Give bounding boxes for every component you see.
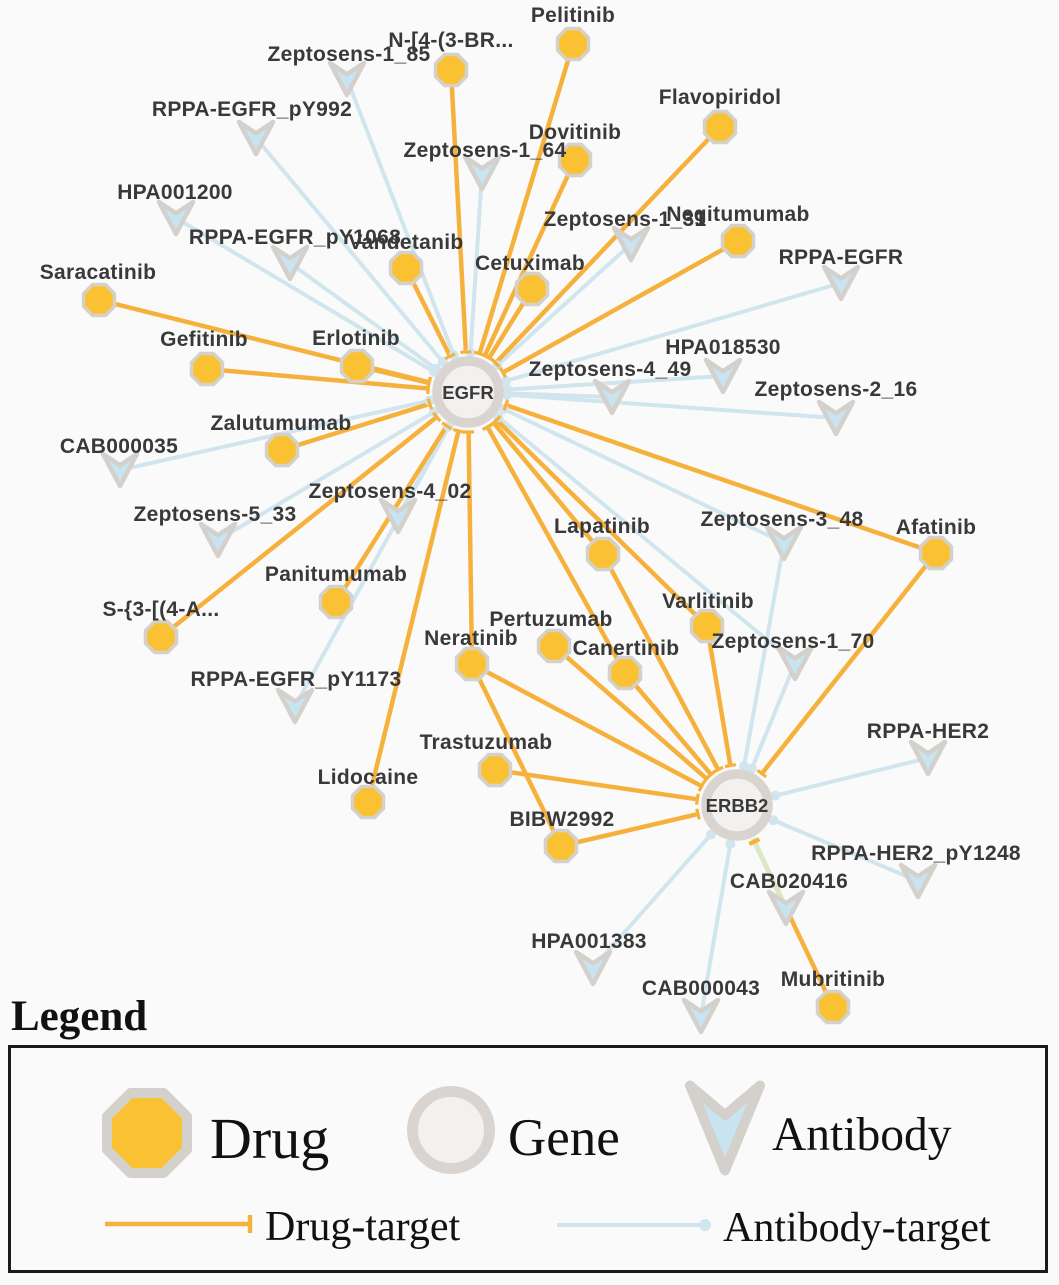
svg-text:Vandetanib: Vandetanib — [348, 231, 463, 254]
svg-text:Cetuximab: Cetuximab — [475, 252, 585, 275]
svg-text:Drug-target: Drug-target — [265, 1204, 460, 1250]
svg-text:Panitumumab: Panitumumab — [265, 563, 407, 586]
svg-text:RPPA-EGFR_pY992: RPPA-EGFR_pY992 — [152, 98, 352, 121]
svg-text:S-{3-[(4-A...: S-{3-[(4-A... — [102, 598, 219, 621]
svg-text:EGFR: EGFR — [442, 382, 493, 403]
svg-text:Zeptosens-3_48: Zeptosens-3_48 — [701, 508, 864, 531]
svg-text:Lidocaine: Lidocaine — [318, 766, 419, 789]
svg-text:ERBB2: ERBB2 — [706, 795, 769, 816]
svg-text:Neratinib: Neratinib — [424, 627, 518, 650]
svg-text:Zeptosens-4_49: Zeptosens-4_49 — [529, 358, 692, 381]
svg-text:Afatinib: Afatinib — [896, 516, 977, 539]
svg-text:Saracatinib: Saracatinib — [40, 261, 157, 284]
svg-text:Erlotinib: Erlotinib — [312, 327, 400, 350]
svg-text:Gefitinib: Gefitinib — [160, 328, 248, 351]
svg-text:Zeptosens-1_85: Zeptosens-1_85 — [268, 43, 431, 66]
svg-text:CAB000035: CAB000035 — [60, 435, 178, 458]
svg-text:BIBW2992: BIBW2992 — [509, 808, 614, 831]
svg-text:CAB000043: CAB000043 — [642, 977, 760, 1000]
svg-text:Lapatinib: Lapatinib — [554, 515, 650, 538]
svg-text:HPA001383: HPA001383 — [531, 930, 647, 953]
svg-text:Zeptosens-5_33: Zeptosens-5_33 — [134, 503, 297, 526]
svg-text:Legend: Legend — [11, 993, 147, 1040]
svg-text:Drug: Drug — [210, 1106, 329, 1171]
svg-text:Zalutumumab: Zalutumumab — [211, 412, 352, 435]
svg-text:Flavopiridol: Flavopiridol — [659, 86, 782, 109]
svg-text:RPPA-HER2: RPPA-HER2 — [867, 720, 990, 743]
svg-text:RPPA-EGFR_pY1173: RPPA-EGFR_pY1173 — [191, 668, 402, 691]
svg-text:HPA001200: HPA001200 — [117, 181, 233, 204]
svg-text:Zeptosens-2_16: Zeptosens-2_16 — [755, 378, 918, 401]
svg-text:Antibody-target: Antibody-target — [723, 1205, 991, 1251]
svg-text:Antibody: Antibody — [772, 1109, 952, 1161]
svg-text:RPPA-HER2_pY1248: RPPA-HER2_pY1248 — [811, 842, 1021, 865]
svg-text:Gene: Gene — [508, 1109, 620, 1167]
svg-text:Canertinib: Canertinib — [573, 637, 680, 660]
svg-text:Pelitinib: Pelitinib — [531, 4, 615, 27]
svg-text:Zeptosens-1_64: Zeptosens-1_64 — [404, 139, 567, 162]
svg-text:CAB020416: CAB020416 — [730, 870, 848, 893]
svg-text:Varlitinib: Varlitinib — [662, 590, 754, 613]
svg-text:Trastuzumab: Trastuzumab — [420, 731, 553, 754]
svg-text:HPA018530: HPA018530 — [665, 336, 781, 359]
svg-text:Negitumumab: Negitumumab — [666, 203, 809, 226]
svg-text:Mubritinib: Mubritinib — [781, 968, 885, 991]
svg-text:RPPA-EGFR: RPPA-EGFR — [779, 246, 904, 269]
svg-text:Zeptosens-1_70: Zeptosens-1_70 — [712, 630, 875, 653]
svg-text:Zeptosens-4_02: Zeptosens-4_02 — [309, 480, 472, 503]
